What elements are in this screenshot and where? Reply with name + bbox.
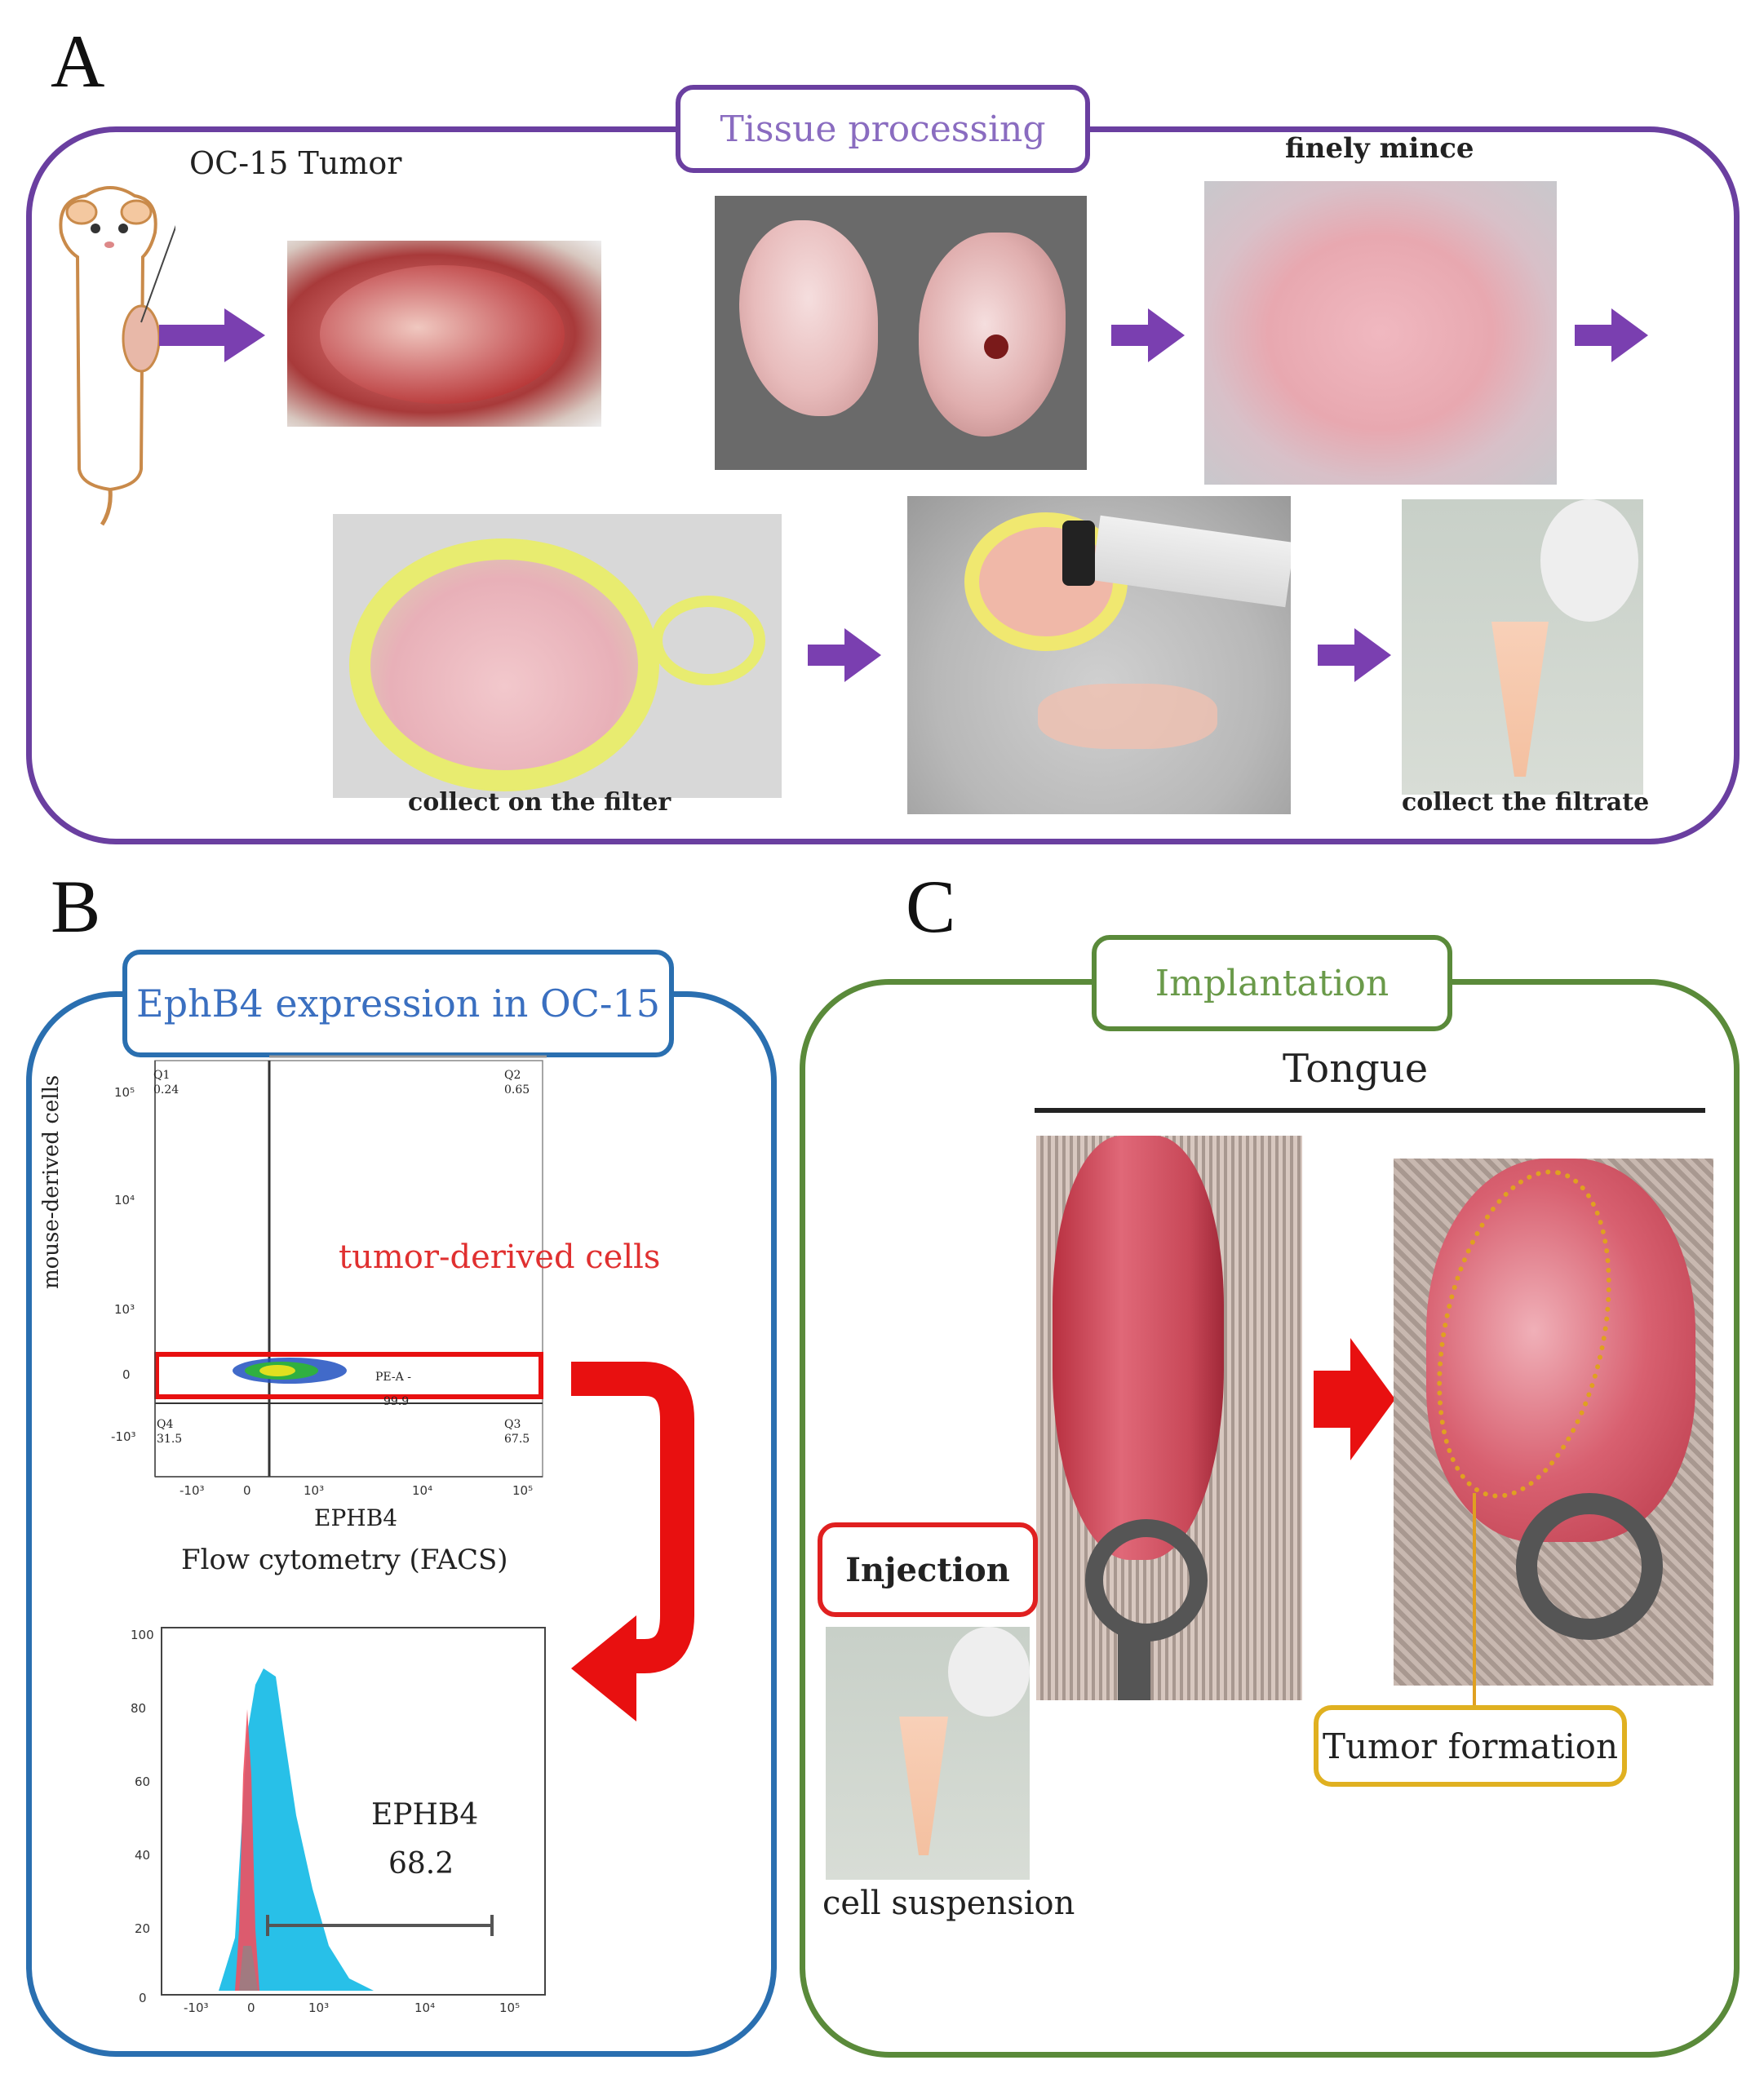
tongue-label: Tongue xyxy=(1283,1046,1429,1092)
scatter-x-tick-3: 10⁴ xyxy=(412,1483,433,1498)
tumor-derived-label: tumor-derived cells xyxy=(339,1238,661,1276)
q4-name: Q4 xyxy=(157,1418,174,1431)
hist-x-tick-2: 10³ xyxy=(308,2000,330,2015)
hist-y-tick-0: 100 xyxy=(131,1628,154,1642)
scatter-x-tick-4: 10⁵ xyxy=(512,1483,534,1498)
hist-y-tick-3: 40 xyxy=(135,1848,151,1863)
q1-value: 0.24 xyxy=(153,1083,180,1097)
curved-red-arrow xyxy=(571,1362,694,1721)
scatter-y-tick-1: 10⁴ xyxy=(114,1193,135,1207)
q3-value: 67.5 xyxy=(504,1433,530,1446)
cell-suspension-photo xyxy=(826,1627,1030,1880)
panel-letter-b: B xyxy=(51,865,101,948)
syringe-dish-photo xyxy=(907,496,1291,814)
filter-photo xyxy=(333,514,782,798)
facs-scatter-plot xyxy=(154,1055,547,1478)
filter-label: collect on the filter xyxy=(408,788,671,817)
panel-b-title: EphB4 expression in OC-15 xyxy=(122,950,674,1057)
facs-caption: Flow cytometry (FACS) xyxy=(181,1544,508,1576)
x-axis-label: EPHB4 xyxy=(314,1504,398,1531)
panel-b-title-text: EphB4 expression in OC-15 xyxy=(136,981,660,1026)
hist-x-tick-4: 10⁵ xyxy=(499,2000,521,2015)
scatter-y-tick-2: 10³ xyxy=(114,1302,135,1317)
scatter-y-tick-4: -10³ xyxy=(111,1429,136,1444)
q3-name: Q3 xyxy=(504,1418,521,1431)
mouse-illustration xyxy=(59,186,175,526)
hist-y-tick-1: 80 xyxy=(131,1701,147,1716)
q1-name: Q1 xyxy=(153,1069,171,1082)
tumor-formation-label-box: Tumor formation xyxy=(1314,1705,1627,1787)
hist-y-tick-2: 60 xyxy=(135,1774,151,1789)
hist-y-tick-5: 0 xyxy=(139,1991,147,2005)
scatter-x-tick-0: -10³ xyxy=(180,1483,205,1498)
hist-x-tick-3: 10⁴ xyxy=(414,2000,436,2015)
tumor-label: OC-15 Tumor xyxy=(189,145,402,181)
q2-name: Q2 xyxy=(504,1069,521,1082)
hist-x-tick-1: 0 xyxy=(247,2000,255,2015)
tumor-formation-label: Tumor formation xyxy=(1322,1726,1619,1766)
cut-tumor-photo xyxy=(715,196,1087,470)
filtrate-label: collect the filtrate xyxy=(1402,788,1650,817)
mince-label: finely mince xyxy=(1285,132,1474,165)
scatter-y-tick-3: 0 xyxy=(122,1367,131,1382)
arrow-a1 xyxy=(159,308,265,362)
injection-label: Injection xyxy=(845,1550,1010,1589)
hist-y-tick-4: 20 xyxy=(135,1921,151,1936)
y-axis-label: mouse-derived cells xyxy=(39,1074,64,1289)
gate-label: PE-A - xyxy=(375,1371,411,1384)
suspension-label: cell suspension xyxy=(822,1885,1075,1922)
arrow-a3 xyxy=(1575,308,1648,362)
panel-letter-a: A xyxy=(51,20,105,103)
red-arrow-c xyxy=(1314,1338,1395,1460)
tumor-photo xyxy=(287,241,601,427)
facs-histogram xyxy=(161,1627,546,1996)
minced-tissue-photo xyxy=(1204,181,1557,485)
tongue-before-photo xyxy=(1036,1136,1302,1700)
hist-marker-label: EPHB4 xyxy=(371,1798,479,1832)
tongue-after-photo xyxy=(1394,1159,1713,1686)
panel-a-title-text: Tissue processing xyxy=(720,108,1046,150)
tumor-pointer-line xyxy=(1473,1493,1476,1707)
gate-value: 99.9 xyxy=(383,1395,410,1408)
panel-c-title-text: Implantation xyxy=(1155,962,1389,1004)
scatter-x-tick-2: 10³ xyxy=(304,1483,325,1498)
injection-label-box: Injection xyxy=(818,1522,1038,1617)
scatter-y-tick-0: 10⁵ xyxy=(114,1085,135,1100)
arrow-a5 xyxy=(1318,628,1391,682)
panel-c-title: Implantation xyxy=(1092,935,1452,1031)
scatter-x-tick-1: 0 xyxy=(243,1483,251,1498)
q4-value: 31.5 xyxy=(157,1433,183,1446)
panel-a-title: Tissue processing xyxy=(676,85,1090,173)
arrow-a2 xyxy=(1111,308,1185,362)
hist-x-tick-0: -10³ xyxy=(184,2000,209,2015)
tongue-underline xyxy=(1035,1108,1705,1113)
arrow-a4 xyxy=(808,628,881,682)
hist-marker-value: 68.2 xyxy=(388,1847,454,1881)
q2-value: 0.65 xyxy=(504,1083,530,1097)
panel-letter-c: C xyxy=(906,865,956,948)
filtrate-tube-photo xyxy=(1402,499,1643,795)
